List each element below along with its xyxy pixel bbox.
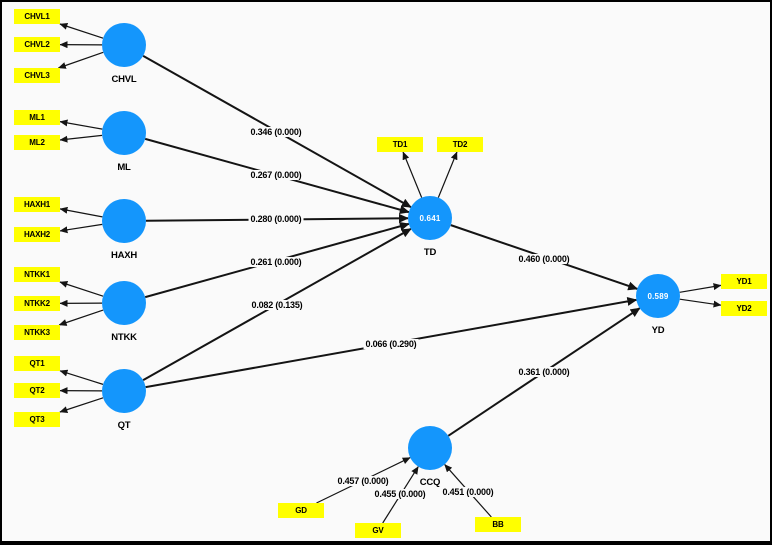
indicator-YD2[interactable]: YD2 (721, 301, 767, 316)
indicator-arrow-NTKK-NTKK3[interactable] (58, 309, 104, 326)
construct-label-NTKK: NTKK (111, 332, 137, 343)
path-coefficient-GV-CCQ: 0.455 (0.000) (372, 489, 428, 499)
indicator-label-GV: GV (372, 526, 384, 535)
construct-QT[interactable] (102, 369, 146, 413)
indicator-label-TD2: TD2 (452, 140, 468, 149)
construct-label-HAXH: HAXH (110, 250, 138, 261)
indicator-QT2[interactable]: QT2 (14, 383, 60, 398)
indicator-arrow-ML-ML2[interactable] (59, 134, 103, 143)
indicator-QT1[interactable]: QT1 (14, 356, 60, 371)
path-coefficient-GD-CCQ: 0.457 (0.000) (335, 476, 391, 486)
indicator-CHVL1[interactable]: CHVL1 (14, 9, 60, 24)
indicator-arrow-QT-QT1[interactable] (59, 369, 104, 385)
indicator-NTKK2[interactable]: NTKK2 (14, 296, 60, 311)
indicator-ML1[interactable]: ML1 (14, 110, 60, 125)
construct-TD[interactable]: 0.641 (408, 196, 452, 240)
indicator-label-NTKK2: NTKK2 (24, 299, 50, 308)
r2-value-TD: 0.641 (419, 213, 441, 223)
indicator-label-QT2: QT2 (29, 386, 45, 395)
indicator-GV[interactable]: GV (355, 523, 401, 538)
indicator-GD[interactable]: GD (278, 503, 324, 518)
indicator-arrow-HAXH-HAXH2[interactable] (59, 223, 103, 234)
indicator-label-ML2: ML2 (29, 138, 45, 147)
indicator-arrow-CHVL-CHVL3[interactable] (57, 51, 104, 69)
construct-label-CHVL: CHVL (111, 74, 137, 85)
path-coefficient-QT-YD: 0.066 (0.290) (363, 339, 419, 349)
indicator-label-CHVL2: CHVL2 (24, 40, 50, 49)
path-coefficient-BB-CCQ: 0.451 (0.000) (440, 487, 496, 497)
indicator-arrow-ML-ML1[interactable] (59, 119, 103, 130)
construct-label-ML: ML (117, 162, 131, 173)
indicator-label-GD: GD (295, 506, 307, 515)
r2-value-YD: 0.589 (647, 291, 669, 301)
indicator-arrow-CHVL-CHVL1[interactable] (59, 23, 104, 39)
indicator-label-NTKK1: NTKK1 (24, 270, 50, 279)
path-coefficient-NTKK-TD: 0.261 (0.000) (248, 257, 304, 267)
path-coefficient-ML-TD: 0.267 (0.000) (248, 170, 304, 180)
indicator-QT3[interactable]: QT3 (14, 412, 60, 427)
indicator-ML2[interactable]: ML2 (14, 135, 60, 150)
indicator-label-ML1: ML1 (29, 113, 45, 122)
indicator-label-HAXH2: HAXH2 (23, 230, 51, 239)
indicator-label-QT1: QT1 (29, 359, 45, 368)
indicator-label-CHVL3: CHVL3 (24, 71, 50, 80)
indicator-TD2[interactable]: TD2 (437, 137, 483, 152)
indicator-arrow-TD-TD2[interactable] (437, 151, 458, 198)
indicator-label-TD1: TD1 (392, 140, 408, 149)
indicator-arrow-YD-YD1[interactable] (679, 283, 722, 293)
construct-label-CCQ: CCQ (419, 477, 441, 488)
construct-HAXH[interactable] (102, 199, 146, 243)
indicator-arrow-TD-TD1[interactable] (402, 151, 423, 198)
indicator-CHVL3[interactable]: CHVL3 (14, 68, 60, 83)
indicator-arrow-NTKK-NTKK1[interactable] (59, 281, 104, 297)
construct-label-QT: QT (117, 420, 131, 431)
indicator-arrow-HAXH-HAXH1[interactable] (59, 206, 103, 218)
construct-YD[interactable]: 0.589 (636, 274, 680, 318)
indicator-arrow-YD-YD2[interactable] (679, 298, 722, 308)
construct-ML[interactable] (102, 111, 146, 155)
path-coefficient-TD-YD: 0.460 (0.000) (516, 254, 572, 264)
indicator-label-BB: BB (492, 520, 504, 529)
path-coefficient-HAXH-TD: 0.280 (0.000) (248, 214, 304, 224)
construct-label-YD: YD (651, 325, 665, 336)
indicator-HAXH2[interactable]: HAXH2 (14, 227, 60, 242)
indicator-label-QT3: QT3 (29, 415, 45, 424)
indicator-label-YD1: YD1 (736, 277, 752, 286)
path-coefficient-CHVL-TD: 0.346 (0.000) (248, 127, 304, 137)
indicator-NTKK3[interactable]: NTKK3 (14, 325, 60, 340)
construct-CCQ[interactable] (408, 426, 452, 470)
construct-NTKK[interactable] (102, 281, 146, 325)
indicator-CHVL2[interactable]: CHVL2 (14, 37, 60, 52)
indicator-BB[interactable]: BB (475, 517, 521, 532)
indicator-YD1[interactable]: YD1 (721, 274, 767, 289)
indicator-NTKK1[interactable]: NTKK1 (14, 267, 60, 282)
indicator-TD1[interactable]: TD1 (377, 137, 423, 152)
indicator-HAXH1[interactable]: HAXH1 (14, 197, 60, 212)
construct-CHVL[interactable] (102, 23, 146, 67)
construct-label-TD: TD (423, 247, 437, 258)
indicator-label-CHVL1: CHVL1 (24, 12, 50, 21)
indicator-label-HAXH1: HAXH1 (23, 200, 51, 209)
indicator-arrow-QT-QT3[interactable] (59, 397, 104, 413)
path-coefficient-CCQ-YD: 0.361 (0.000) (516, 367, 572, 377)
path-coefficient-QT-TD: 0.082 (0.135) (249, 300, 305, 310)
indicator-label-YD2: YD2 (736, 304, 752, 313)
indicator-label-NTKK3: NTKK3 (24, 328, 50, 337)
